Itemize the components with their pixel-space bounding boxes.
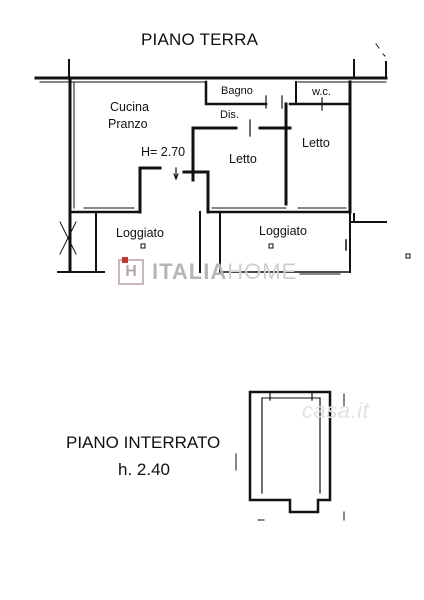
basement-outer-wall [248, 390, 332, 514]
room-label-letto-1: Letto [229, 152, 257, 166]
room-label-dis: Dis. [220, 109, 239, 121]
logo-letter: H [125, 263, 137, 280]
room-label-pranzo: Pranzo [108, 117, 148, 131]
loggia-left-railing [95, 211, 201, 273]
basement-height: h. 2.40 [118, 460, 170, 479]
column-marker [140, 243, 146, 249]
watermark-brand-a: ITALIA [152, 259, 228, 284]
column-marker [405, 253, 411, 259]
room-label-loggiato-1: Loggiato [116, 226, 164, 240]
room-label-loggiato-2: Loggiato [259, 224, 307, 238]
kitchen-partition-right [182, 170, 210, 214]
bathroom-door-swing [265, 95, 283, 109]
loggia-right-walls [219, 211, 351, 273]
column-marker [268, 243, 274, 249]
stray-mark [299, 43, 386, 275]
ground-floor-title: PIANO TERRA [141, 30, 259, 49]
watermark-brand-b: HOME [227, 259, 298, 284]
basement-inner-wall [261, 397, 321, 495]
wall-tick-left [68, 59, 387, 79]
room-height-label: H= 2.70 [141, 145, 186, 159]
loggia-left-cross [59, 221, 77, 255]
basement-title: PIANO INTERRATO [66, 433, 221, 452]
logo-dot [122, 257, 128, 263]
room-label-letto-2: Letto [302, 136, 330, 150]
casa-watermark: casa.it [302, 398, 370, 423]
room-label-wc: w.c. [312, 86, 331, 98]
room-label-cucina: Cucina [110, 100, 149, 114]
basement-opening [269, 391, 313, 401]
italiahome-logo-icon: H [118, 257, 144, 285]
room-label-bagno: Bagno [221, 85, 253, 97]
kitchen-partition-left [138, 166, 162, 214]
basement-side-ticks [235, 393, 345, 521]
bathroom-wall-bottom [204, 80, 352, 106]
entry-arrow [173, 167, 179, 181]
right-ext-stub [349, 213, 387, 223]
